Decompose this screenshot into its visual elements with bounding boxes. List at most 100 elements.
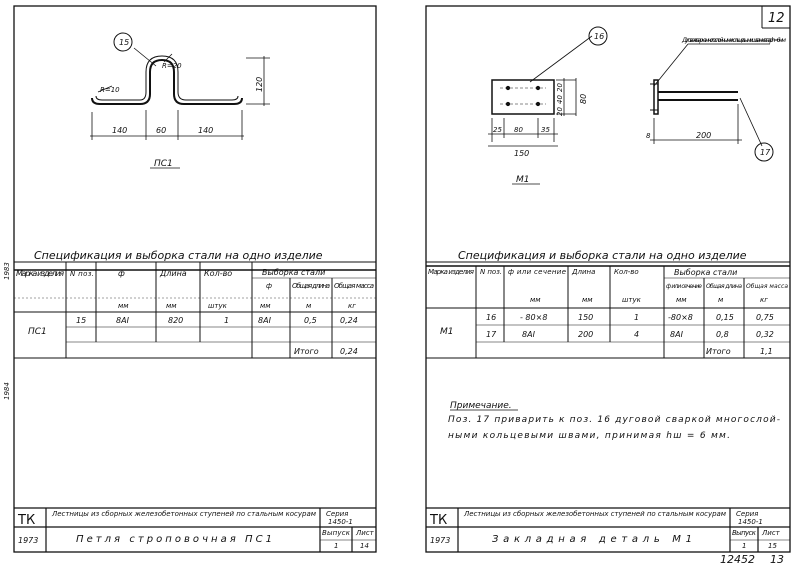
row-pos: 15 (76, 316, 86, 325)
total-label: Итого (294, 347, 319, 356)
r-sel-unit-mm: мм (676, 296, 687, 304)
left-spec-title: Спецификация и выборка стали на одно изд… (34, 249, 323, 262)
dim-left: 140 (112, 126, 127, 135)
r-row2-phi: 8AI (522, 330, 536, 339)
loop-ps1-drawing (91, 55, 243, 105)
right-tk: ТК (429, 513, 447, 528)
left-series-label: Серия (326, 510, 348, 518)
left-sheet-label: Лист (355, 529, 375, 537)
r-row2-sel-phi: 8AI (670, 330, 684, 339)
r-col-sel-phi: ф или сечение (666, 283, 702, 290)
dim-b: 80 (514, 126, 523, 134)
radius-small-label: R=10 (100, 86, 120, 94)
drawing-label-m1: М1 (516, 175, 530, 185)
dim-h3: 20 (556, 107, 564, 116)
dim-c: 35 (541, 126, 550, 134)
r-col-phi: ф или сечение (508, 268, 566, 276)
r-total-value: 1,1 (760, 347, 773, 356)
r-unit-mm2: мм (582, 296, 593, 304)
dim-h1: 20 (556, 83, 564, 92)
callout-16 (588, 26, 608, 46)
right-title-block (426, 507, 790, 552)
dim-total: 150 (514, 149, 529, 158)
sel-unit-m: м (306, 302, 312, 310)
side-note-1: 1983 (3, 262, 11, 280)
right-desc: Лестницы из сборных железобетонных ступе… (463, 510, 727, 518)
col-sel-phi: ф (266, 282, 272, 290)
col-pos: N поз. (70, 270, 94, 278)
dim-a: 25 (493, 126, 502, 134)
right-issue: 1 (742, 542, 746, 550)
row-mark: ПС1 (28, 327, 47, 337)
left-title-block (14, 507, 376, 552)
unit-mm2: мм (166, 302, 177, 310)
callout-17-label: 17 (760, 148, 771, 157)
row-sel-phi: 8AI (258, 316, 272, 325)
r-row2-qty: 4 (634, 330, 639, 339)
right-sheet (425, 5, 791, 553)
r-sel-unit-m: м (718, 296, 724, 304)
r-row1-length: 150 (578, 313, 593, 322)
r-unit-mm: мм (530, 296, 541, 304)
callout-15 (113, 32, 133, 52)
r-row2-sel-len: 0,8 (716, 330, 729, 339)
col-phi: ф (118, 269, 125, 278)
right-series-label: Серия (736, 510, 758, 518)
right-spec-title: Спецификация и выборка стали на одно изд… (458, 249, 747, 262)
r-total-label: Итого (706, 347, 731, 356)
r-row2-pos: 17 (486, 330, 497, 339)
col-sel-len: Общая длина (292, 282, 330, 290)
unit-pcs: штук (208, 302, 228, 310)
r-row1-sel-mass: 0,75 (756, 313, 774, 322)
callout-15-label: 15 (119, 38, 129, 47)
sheet-number: 12 (768, 11, 785, 26)
r-col-selection: Выборка стали (674, 268, 737, 277)
dim-right: 140 (198, 126, 213, 135)
radius-top-label: R=20 (162, 62, 182, 70)
r-row2-sel-mass: 0,32 (756, 330, 774, 339)
left-sheet (13, 5, 377, 553)
note-line-1: Поз. 17 приварить к поз. 16 дуговой свар… (448, 415, 780, 425)
r-unit-pcs: штук (622, 296, 642, 304)
left-issue: 1 (334, 542, 338, 550)
r-col-sel-mass: Общая масса (746, 283, 788, 290)
r-row1-sel-phi: -80×8 (668, 313, 693, 322)
archive-number: 12452 (720, 553, 755, 566)
row-length: 820 (168, 316, 183, 325)
right-year: 1973 (430, 536, 450, 545)
r-row1-phi: - 80×8 (520, 313, 547, 322)
r-row2-length: 200 (578, 330, 593, 339)
col-mark: Марка изделия (16, 269, 64, 278)
dim-s: 8 (646, 132, 651, 140)
r-col-mark: Марка изделия (428, 268, 474, 276)
r-sel-unit-kg: кг (760, 296, 768, 304)
col-qty: Кол-во (204, 269, 232, 278)
r-col-pos: N поз. (480, 268, 502, 276)
r-col-length: Длина (571, 268, 595, 276)
right-series: 1450-1 (738, 518, 763, 526)
side-note-2: 1984 (3, 382, 11, 400)
drawing-label-ps1: ПС1 (154, 159, 173, 169)
total-value: 0,24 (340, 347, 358, 356)
row-sel-mass: 0,24 (340, 316, 358, 325)
left-issue-label: Выпуск (322, 529, 351, 537)
r-row1-pos: 16 (486, 313, 496, 322)
dim-rod: 200 (696, 131, 711, 140)
dim-height: 120 (255, 77, 264, 92)
right-spec-table (426, 261, 790, 359)
note-line-2: ными кольцевыми швами, принимая hш = 6 м… (448, 431, 730, 441)
sel-unit-kg: кг (348, 302, 356, 310)
r-col-sel-len: Общая длина (706, 283, 742, 290)
left-desc: Лестницы из сборных железобетонных ступе… (51, 510, 317, 518)
row-qty: 1 (224, 316, 229, 325)
right-sheet-label: Лист (761, 529, 781, 537)
plate-m1-drawing (491, 79, 738, 115)
left-tk: ТК (17, 513, 35, 528)
r-col-qty: Кол-во (614, 268, 639, 276)
weld-note: Дуговая сварка многослойными кольцевыми … (681, 36, 786, 44)
left-spec-table (14, 261, 376, 359)
callout-16-label: 16 (594, 32, 604, 41)
archive-sheet: 13 (770, 553, 784, 566)
left-series: 1450-1 (328, 518, 353, 526)
